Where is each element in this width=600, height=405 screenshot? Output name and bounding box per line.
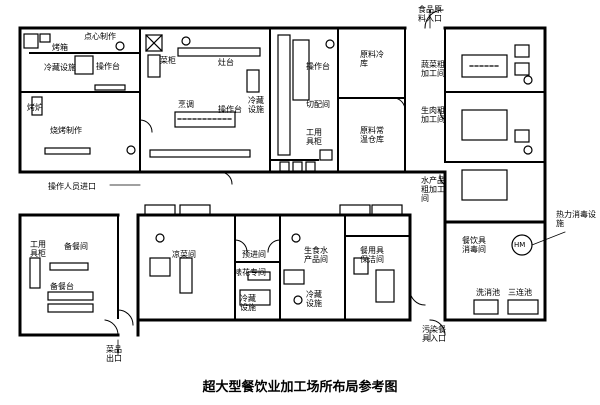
furniture bbox=[23, 33, 539, 315]
label-tableware-storage: 餐用具保洁间 bbox=[360, 246, 384, 264]
upper-internal-walls bbox=[19, 27, 546, 173]
label-plate-shelf: 菜柜 bbox=[160, 56, 176, 65]
label-three-sinks: 三连池 bbox=[508, 288, 532, 297]
label-operating-table-left: 操作台 bbox=[96, 62, 120, 71]
label-roast-making: 烧烤制作 bbox=[50, 126, 82, 135]
upper-block-walls bbox=[18, 26, 547, 224]
label-vegetable-rough-room: 蔬菜粗加工间 bbox=[421, 60, 445, 78]
label-food-raw-entrance: 食品原料入口 bbox=[418, 5, 442, 23]
label-cold-storage-center: 冷藏设施 bbox=[248, 96, 264, 114]
label-tableware-disinfection: 餐饮具消毒间 bbox=[462, 236, 486, 254]
label-flower-carving-room: 裱花专间 bbox=[234, 268, 266, 277]
lower-block-walls bbox=[18, 213, 547, 337]
label-washing: 洗消池 bbox=[476, 288, 500, 297]
label-preparation-room: 切配间 bbox=[306, 100, 330, 109]
label-cooking: 烹调 bbox=[178, 100, 194, 109]
label-meat-rough-room: 生肉粗加工间 bbox=[421, 106, 445, 124]
label-pre-entry-room: 预进间 bbox=[242, 250, 266, 259]
label-cold-storage-left: 冷藏设施 bbox=[44, 63, 76, 72]
label-heat-disinfection: 热力消毒设施 bbox=[556, 210, 596, 228]
label-operating-table-prep: 操作台 bbox=[306, 62, 330, 71]
label-aquatic-rough-room: 水产品粗加工间 bbox=[421, 176, 445, 203]
label-bake-cabinet: 烤箱 bbox=[52, 43, 68, 52]
label-tool-cabinet-lower: 工用具柜 bbox=[30, 240, 46, 258]
label-cold-storage-lower-right: 冷藏设施 bbox=[306, 290, 322, 308]
sinks bbox=[115, 36, 533, 305]
label-tool-cabinet: 工用具柜 bbox=[306, 128, 322, 146]
label-operating-table-center: 操作台 bbox=[218, 105, 242, 114]
lower-internal-walls bbox=[117, 214, 411, 321]
label-stove: 灶台 bbox=[218, 58, 234, 67]
label-dish-prep-room: 备餐间 bbox=[64, 242, 88, 251]
label-raw-cold-storage: 原料冷库 bbox=[360, 50, 384, 68]
label-cold-dish-room: 凉菜间 bbox=[172, 250, 196, 259]
label-snack-making: 点心制作 bbox=[84, 32, 116, 41]
hm-mark: HM bbox=[514, 241, 526, 249]
label-dirty-tableware-entrance: 污染餐具入口 bbox=[422, 325, 446, 343]
label-raw-aquatic-room: 生食水产品间 bbox=[304, 246, 328, 264]
label-raw-room-temp-storage: 原料常温仓库 bbox=[360, 126, 384, 144]
label-cold-storage-lower: 冷藏设施 bbox=[240, 294, 256, 312]
label-staff-entrance: 操作人员进口 bbox=[48, 182, 96, 191]
diagram-caption: 超大型餐饮业加工场所布局参考图 bbox=[202, 380, 398, 395]
label-dish-prep-table: 备餐台 bbox=[50, 282, 74, 291]
label-oven: 烤炉 bbox=[27, 103, 43, 112]
leader-lines bbox=[109, 9, 566, 356]
label-dish-exit: 菜品出口 bbox=[106, 345, 122, 363]
